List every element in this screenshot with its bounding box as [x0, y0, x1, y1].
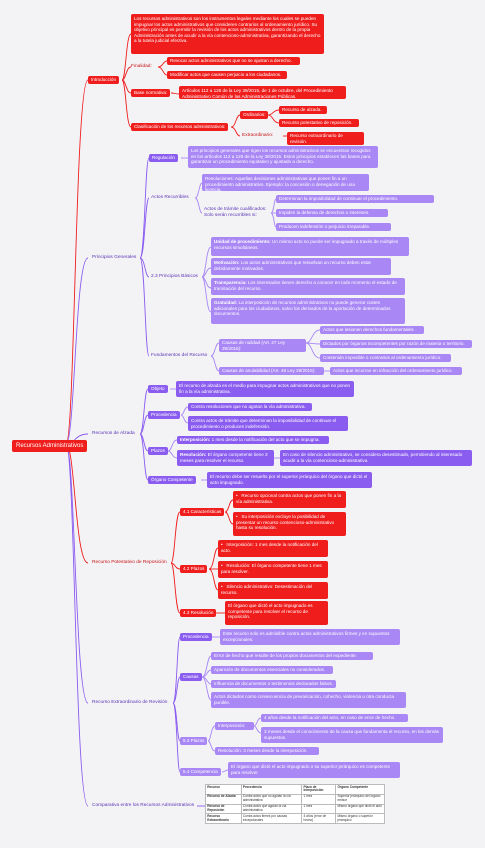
tramite-item-3: Producen indefensión o perjuicio irrepar… — [276, 223, 391, 231]
regulacion-node[interactable]: Regulación — [149, 154, 178, 162]
nulidad-label: Causas de nulidad (Art. 47 Ley 39/2015): — [219, 339, 306, 353]
nulidad-item-1: Actos que lesionen derechos fundamentale… — [320, 326, 424, 334]
regulacion-text: Los principios generales que rigen los r… — [188, 146, 378, 168]
table-cell: Superior jerárquico del órgano emisor — [335, 793, 385, 805]
anulabilidad-label: Causas de anulabilidad (Art. 48 Ley 39/2… — [219, 367, 324, 375]
plazo-item-3: • Silencio administrativo: Desestimación… — [218, 582, 328, 599]
table-cell: Recurso de Alzada — [205, 793, 242, 805]
finalidad-item-2: Modificar actos que causen perjuicio a l… — [167, 71, 287, 79]
tramite-item-2: Impiden la defensa de derechos o interes… — [276, 209, 388, 217]
fundamentos-node[interactable]: Fundamentos del Recurso — [151, 353, 208, 358]
principio-transparencia: Transparencia: Los interesados tienen de… — [211, 278, 405, 295]
principios-basicos-node[interactable]: 2.3 Principios Básicos — [151, 274, 198, 279]
table-cell: 4 años (error de hecho) — [301, 813, 337, 825]
reposicion-node[interactable]: Recurso Potestativo de Reposición — [92, 560, 167, 565]
causa-item-3: Influencia de documentos o testimonios d… — [211, 680, 336, 688]
causas-node[interactable]: Causas — [180, 673, 202, 681]
reposicion-item: Recurso potestativo de reposición. — [279, 119, 359, 127]
caract-item-2: • Su interposición excluye la posibilida… — [233, 512, 346, 536]
interposicion-item-1: 4 años desde la notificación del acto, e… — [261, 714, 408, 722]
resolucion-reposicion-node[interactable]: 4.3 Resolución — [180, 609, 217, 617]
clasificacion-label: Clasificación de los recursos administra… — [131, 123, 229, 131]
ordinarios-label: Ordinarios: — [240, 111, 269, 119]
table-cell: Contra actos que no agotan la vía admini… — [240, 793, 303, 805]
alzada-node[interactable]: Recursos de Alzada — [92, 431, 135, 436]
table-header: Recurso — [205, 784, 242, 795]
table-cell: 1 mes — [301, 803, 337, 815]
table-header: Plazo de Interposición — [301, 784, 337, 795]
revision-item: Recurso extraordinario de revisión. — [287, 132, 364, 146]
table-cell: 1 mes — [301, 793, 337, 805]
table-row: Recurso Extraordinario Contra actos firm… — [205, 813, 385, 825]
procedencia-item-2: Contra actos de trámite que determinan l… — [188, 416, 348, 431]
competencia-node[interactable]: 5.4 Competencia — [180, 768, 221, 776]
caract-item-1: • Recurso opcional contra actos que pone… — [233, 491, 346, 508]
resolucion-reposicion-text: El órgano que dictó el acto impugnado es… — [225, 601, 328, 625]
interposicion-revision-label: Interposición: — [215, 722, 254, 730]
table-header: Procedencia — [240, 784, 303, 795]
comparison-table: Recurso Procedencia Plazo de Interposici… — [205, 784, 385, 825]
resoluciones-text: Resoluciones: Aquellas decisiones admini… — [202, 174, 369, 192]
alzada-item: Recurso de alzada. — [279, 106, 327, 114]
table-cell: Recurso Extraordinario — [205, 813, 242, 825]
base-normativa-label: Base normativa: — [131, 89, 171, 97]
finalidad-item-1: Revocar actos administrativos que no se … — [167, 57, 300, 65]
procedencia-revision-text: Este recurso solo es admisible contra ac… — [220, 629, 400, 645]
table-row: Recurso de Alzada Contra actos que no ag… — [205, 793, 385, 805]
objeto-node[interactable]: Objeto — [148, 385, 168, 393]
extraordinario-label: Extraordinario: — [242, 133, 274, 138]
procedencia-item-1: Contra resoluciones que no agotan la vía… — [188, 403, 312, 411]
resolucion-revision-text: Resolución: 3 meses desde la interposici… — [215, 747, 319, 755]
table-cell: Contra actos firmes por causas excepcion… — [240, 813, 303, 825]
table-header-row: Recurso Procedencia Plazo de Interposici… — [205, 784, 385, 795]
intro-node[interactable]: Introducción — [88, 76, 120, 84]
tramite-item-1: Determinan la imposibilidad de continuar… — [276, 195, 434, 203]
plazo-item-1: • Interposición: 1 mes desde la notifica… — [218, 540, 328, 557]
table-header: Órgano Competente — [335, 784, 385, 795]
organo-node[interactable]: Órgano Competente — [148, 476, 196, 484]
table-cell: Mismo órgano que dictó el acto — [335, 803, 385, 815]
base-normativa-text: Artículos 112 a 126 de la Ley 39/2015, d… — [179, 86, 346, 99]
nulidad-item-3: Contenido imposible o contrarios al orde… — [320, 354, 451, 362]
table-cell: Mismo órgano o superior jerárquico — [335, 813, 385, 825]
principios-node[interactable]: Principios Generales — [92, 255, 137, 260]
plazos-revision-node[interactable]: 5.3 Plazos — [180, 737, 208, 745]
table-cell: Recurso de Reposición — [205, 803, 242, 815]
objeto-text: El recurso de alzada es el medio para im… — [176, 381, 354, 397]
organo-text: El recurso debe ser resuelto por el supe… — [207, 472, 372, 488]
plazo-item-2: • Resolución: El órgano competente tiene… — [218, 561, 328, 578]
competencia-text: El órgano que dictó el acto impugnado o … — [228, 762, 400, 778]
plazos-reposicion-node[interactable]: 4.2 Plazos — [180, 565, 208, 573]
procedencia-revision-node[interactable]: Procedencia — [180, 633, 212, 641]
root-node[interactable]: Recursos Administrativos — [12, 440, 88, 452]
interposicion-item-2: 3 meses desde el conocimiento de la caus… — [261, 727, 443, 743]
causa-item-2: Aparición de documentos esenciales no co… — [211, 666, 333, 674]
finalidad-label: Finalidad: — [131, 64, 152, 69]
actos-tramite-label: Actos de trámite cualificados: Solo será… — [204, 207, 267, 218]
principio-motivacion: Motivación: Los actos administrativos qu… — [211, 258, 391, 275]
intro-text: Los recursos administrativos son los ins… — [131, 14, 324, 54]
table-row: Recurso de Reposición Contra actos que a… — [205, 803, 385, 815]
interposicion-text: Interposición: 1 mes desde la notificaci… — [177, 436, 329, 444]
principio-unidad: Unidad de procedimiento: Un mismo acto n… — [211, 237, 409, 256]
resolucion-text: Resolución: El órgano competente tiene 3… — [177, 450, 274, 466]
silencio-text: En caso de silencio administrativo, se c… — [280, 450, 472, 466]
causa-item-1: Error de hecho que resulte de los propio… — [211, 652, 373, 660]
caracteristicas-node[interactable]: 4.1 Características — [180, 508, 225, 516]
principio-gratuidad: Gratuidad: La interposición de recursos … — [211, 298, 405, 324]
anulabilidad-item: Actos que incurran en infracción del ord… — [330, 367, 462, 375]
plazos-node[interactable]: Plazos — [148, 447, 168, 455]
nulidad-item-2: Dictados por órganos incompetentes por r… — [320, 340, 472, 348]
causa-item-4: Actos dictados como consecuencia de prev… — [211, 692, 406, 708]
revision-node[interactable]: Recurso Extraordinario de Revisión — [92, 700, 168, 705]
procedencia-node[interactable]: Procedencia — [148, 411, 180, 419]
actos-recurribles-node[interactable]: Actos Recurribles — [151, 195, 189, 200]
comparativa-node[interactable]: Comparativa entre los Recursos Administr… — [92, 803, 195, 808]
table-cell: Contra actos que agotan la vía administr… — [240, 803, 303, 815]
